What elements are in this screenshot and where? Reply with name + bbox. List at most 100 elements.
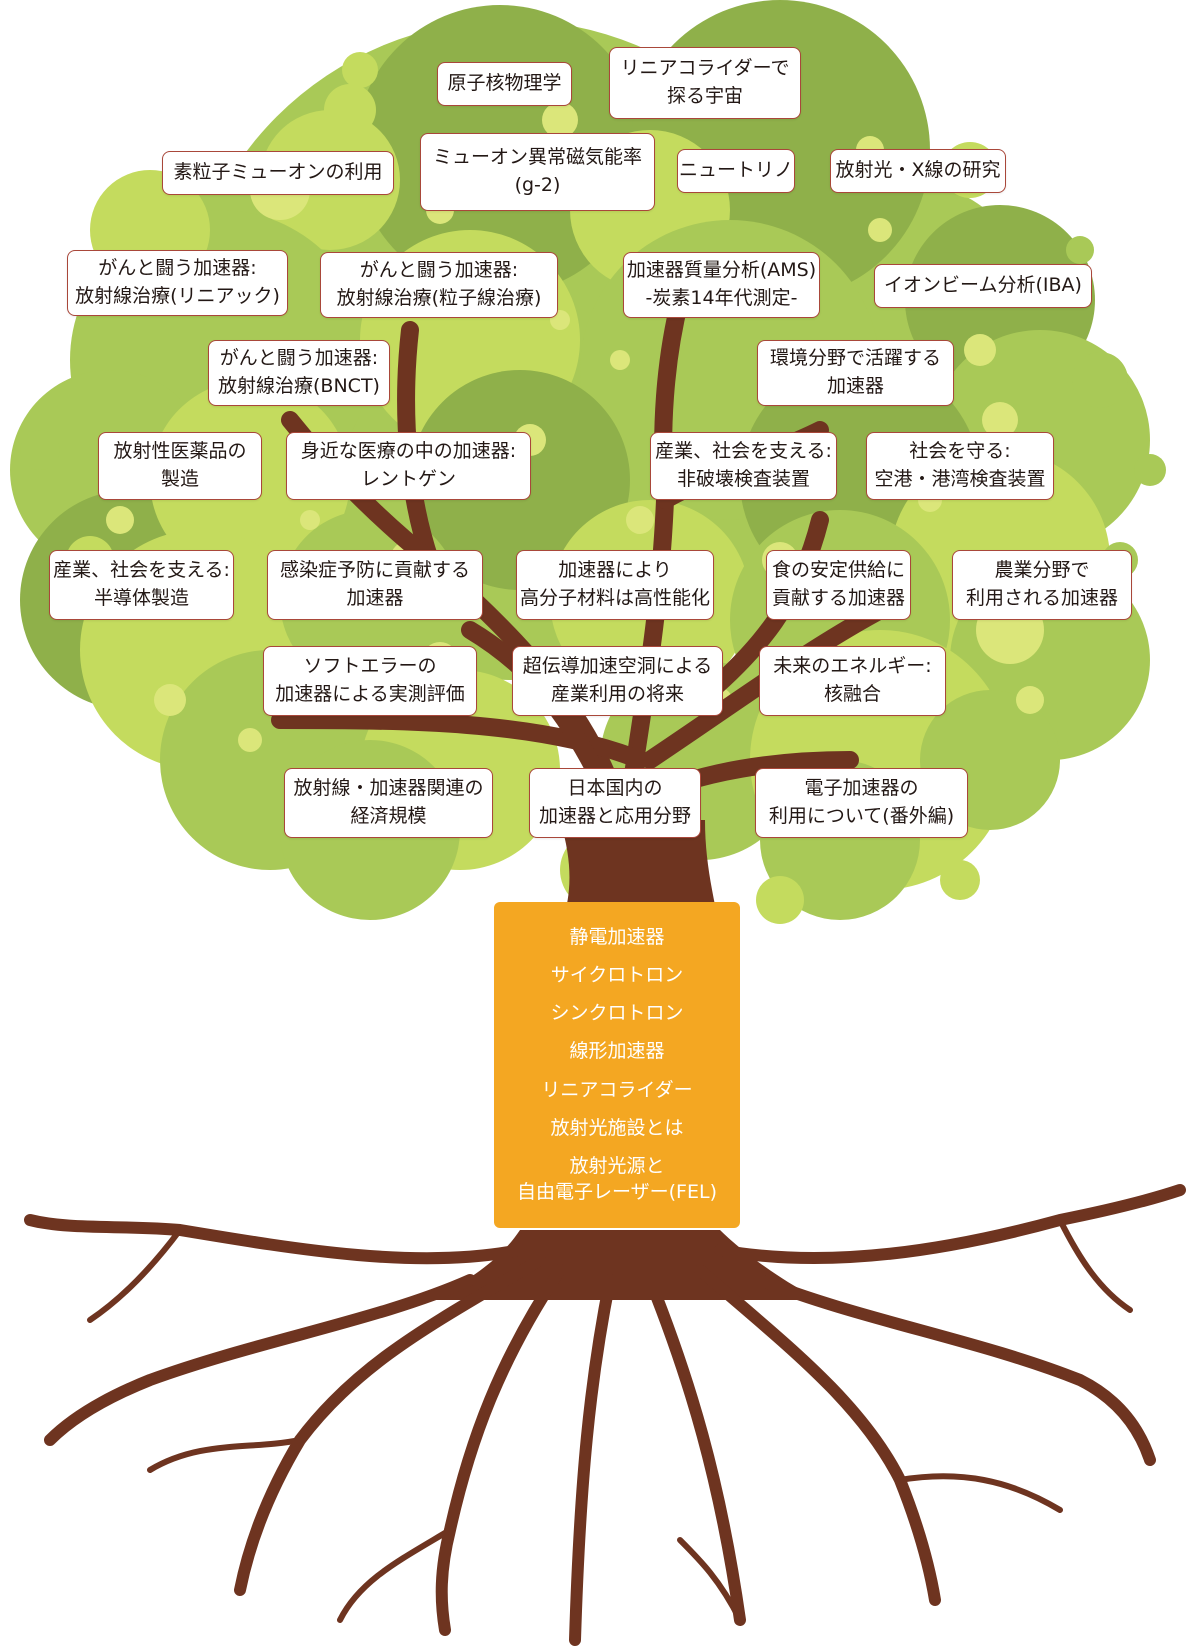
trunk-topic-link[interactable]: 線形加速器 (569, 1039, 664, 1065)
topic-box[interactable]: リニアコライダーで探る宇宙 (609, 47, 801, 119)
topic-line: がんと闘う加速器: (359, 259, 519, 282)
topic-box[interactable]: 超伝導加速空洞による産業利用の将来 (512, 646, 723, 716)
topic-line: 利用される加速器 (965, 587, 1118, 609)
topic-box[interactable]: 原子核物理学 (437, 62, 572, 106)
topic-box[interactable]: 身近な医療の中の加速器: レントゲン (286, 432, 531, 500)
foliage-dot (610, 350, 630, 370)
topic-line: 利用について(番外編) (768, 805, 955, 827)
topic-box[interactable]: 電子加速器の利用について(番外編) (755, 768, 968, 838)
topic-box[interactable]: 放射線・加速器関連の経済規模 (284, 768, 493, 838)
topic-line: 素粒子ミューオンの利用 (173, 161, 383, 184)
topic-line: 原子核物理学 (447, 72, 562, 95)
root (897, 1473, 1063, 1513)
foliage-circle (116, 656, 164, 704)
topic-line: 自由電子レーザー(FEL) (517, 1180, 717, 1203)
foliage-dot (982, 402, 1018, 438)
foliage-dot (1016, 686, 1044, 714)
topic-line: リニアコライダー (541, 1078, 693, 1101)
topic-box[interactable]: ソフトエラーの加速器による実測評価 (263, 646, 477, 716)
topic-box[interactable]: 加速器質量分析(AMS)-炭素14年代測定- (623, 252, 820, 318)
topic-box[interactable]: ニュートリノ (677, 149, 795, 193)
topic-line: レントゲン (360, 468, 456, 490)
root (147, 1437, 303, 1473)
foliage-dot (868, 218, 892, 242)
topic-line: 半導体製造 (93, 587, 189, 609)
root (435, 1264, 566, 1636)
topic-line: 放射性医薬品の (113, 440, 247, 463)
topic-box[interactable]: 素粒子ミューオンの利用 (162, 151, 394, 195)
trunk-topic-link[interactable]: 静電加速器 (569, 925, 664, 951)
topic-line: (g-2) (514, 174, 561, 196)
topic-box[interactable]: イオンビーム分析(IBA) (874, 264, 1092, 308)
topic-box[interactable]: がんと闘う加速器:放射線治療(粒子線治療) (320, 252, 558, 318)
root (694, 1264, 941, 1606)
topic-box[interactable]: 放射性医薬品の製造 (98, 432, 262, 500)
root (1057, 1217, 1133, 1313)
foliage-circle (940, 860, 980, 900)
topic-box[interactable]: 放射光・X線の研究 (830, 149, 1006, 193)
topic-line: シンクロトロン (550, 1002, 684, 1025)
topic-line: 加速器 (826, 375, 884, 397)
topic-line: ニュートリノ (679, 159, 794, 182)
topic-box[interactable]: 日本国内の加速器と応用分野 (529, 768, 701, 838)
topic-box[interactable]: 感染症予防に貢献する加速器 (267, 550, 483, 620)
branch (271, 711, 649, 769)
topic-box[interactable]: 農業分野で利用される加速器 (952, 550, 1132, 620)
topic-line: 身近な医療の中の加速器: (300, 440, 517, 463)
topic-box[interactable]: 環境分野で活躍する加速器 (757, 340, 954, 406)
topic-line: 放射光源と (569, 1155, 665, 1178)
topic-line: 加速器による実測評価 (275, 683, 465, 705)
topic-line: 感染症予防に貢献する (279, 559, 470, 582)
topic-box[interactable]: がんと闘う加速器: 放射線治療(BNCT) (208, 340, 390, 406)
foliage-circle (1066, 236, 1094, 264)
topic-line: 産業利用の将来 (550, 683, 684, 705)
foliage-circle (756, 876, 804, 924)
root (714, 1184, 1186, 1265)
trunk-topic-link[interactable]: 放射光施設とは (550, 1116, 683, 1142)
topic-line: 貢献する加速器 (772, 587, 906, 609)
topic-box[interactable]: 未来のエネルギー:核融合 (759, 646, 946, 716)
topic-line: 加速器により (558, 559, 672, 582)
foliage-dot (542, 102, 578, 138)
root (44, 1274, 476, 1446)
root (24, 1214, 526, 1265)
topic-box[interactable]: がんと闘う加速器:放射線治療(リニアック) (67, 250, 288, 316)
topic-line: 超伝導加速空洞による (522, 655, 713, 678)
topic-line: 放射光・X線の研究 (835, 159, 1001, 182)
topic-line: 日本国内の (567, 777, 663, 800)
foliage-dot (300, 510, 320, 530)
foliage-dot (106, 506, 134, 534)
foliage-circle (1134, 454, 1166, 486)
topic-line: がんと闘う加速器: (219, 347, 379, 370)
topic-line: 放射線治療(BNCT) (218, 375, 380, 397)
topic-box[interactable]: 加速器により高分子材料は高性能化 (516, 550, 714, 620)
topic-line: ソフトエラーの (303, 655, 437, 678)
trunk-topic-link[interactable]: サイクロトロン (551, 963, 684, 989)
foliage-dot (238, 728, 262, 752)
topic-line: 探る宇宙 (666, 85, 743, 107)
trunk-topic-link[interactable]: リニアコライダー (541, 1078, 692, 1104)
root (337, 1527, 453, 1623)
foliage-dot (964, 334, 996, 366)
topic-line: 産業、社会を支える: (53, 559, 230, 582)
topic-line: 社会を守る: (909, 440, 1011, 463)
root (569, 1274, 616, 1646)
topic-box[interactable]: ミューオン異常磁気能率(g-2) (420, 133, 655, 211)
root (677, 1537, 743, 1623)
trunk-topic-link[interactable]: 放射光源と自由電子レーザー(FEL) (517, 1154, 717, 1205)
topic-box[interactable]: 産業、社会を支える: 半導体製造 (49, 550, 234, 620)
foliage-dot (626, 506, 654, 534)
foliage-circle (1072, 352, 1128, 408)
topic-line: 空港・港湾検査装置 (874, 468, 1046, 490)
topic-box[interactable]: 産業、社会を支える:非破壊検査装置 (650, 432, 837, 500)
topic-box[interactable]: 社会を守る: 空港・港湾検査装置 (866, 432, 1054, 500)
topic-line: がんと闘う加速器: (98, 257, 257, 280)
topic-line: 放射線・加速器関連の (293, 777, 484, 800)
topic-line: 加速器質量分析(AMS) (626, 259, 817, 282)
topic-line: 加速器と応用分野 (538, 805, 691, 827)
topic-line: 経済規模 (350, 805, 427, 827)
trunk-topic-link[interactable]: シンクロトロン (550, 1001, 683, 1027)
topic-box[interactable]: 食の安定供給に貢献する加速器 (766, 550, 911, 620)
trunk-topic-panel: 静電加速器サイクロトロンシンクロトロン線形加速器リニアコライダー放射光施設とは放… (494, 902, 740, 1228)
topic-line: 高分子材料は高性能化 (520, 587, 711, 609)
